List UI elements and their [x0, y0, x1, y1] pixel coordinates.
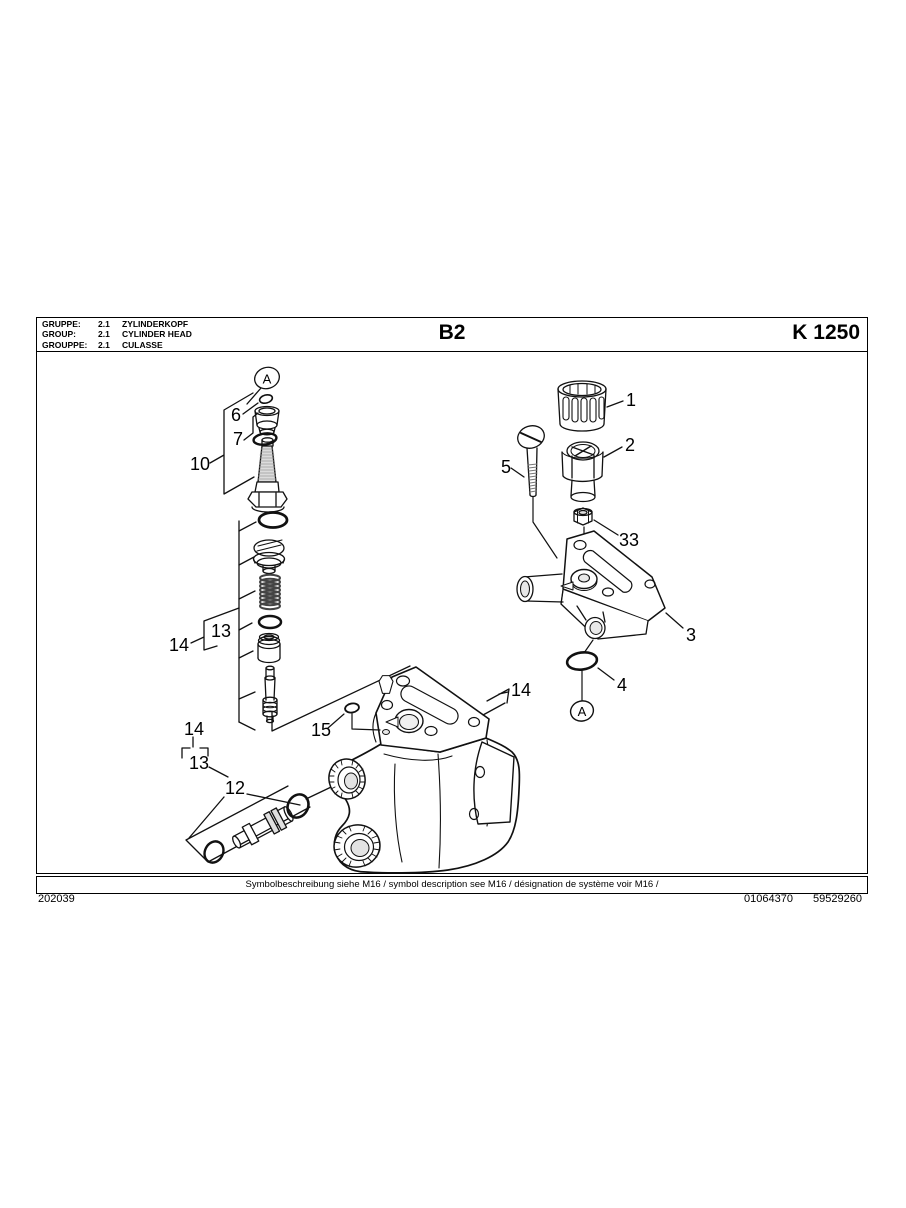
part-valve-stem-10 — [247, 437, 288, 513]
callout-14-right: 14 — [482, 680, 531, 716]
model-code: K 1250 — [792, 321, 860, 344]
callout-group-14-13-lower: 14 13 — [181, 719, 229, 778]
group-id-block: GRUPPE: 2.1 ZYLINDERKOPF GROUP: 2.1 CYLI… — [42, 319, 192, 350]
sheet-header: GRUPPE: 2.1 ZYLINDERKOPF GROUP: 2.1 CYLI… — [37, 318, 867, 352]
left-threaded-port — [328, 758, 366, 800]
part-nut-33: 33 — [573, 507, 639, 550]
group-label: GRUPPE: — [42, 319, 81, 329]
part-oring-4: 4 — [565, 639, 627, 701]
top-flange — [372, 666, 490, 753]
part-spring — [259, 573, 281, 611]
part-label-13: 13 — [189, 753, 209, 773]
callout-12: 12 — [188, 778, 301, 839]
part-top-plate-3: 3 — [516, 530, 696, 645]
thread-hatching — [328, 759, 366, 799]
part-label-3: 3 — [686, 625, 696, 645]
part-label-14: 14 — [169, 635, 189, 655]
group-row-de: GRUPPE: 2.1 ZYLINDERKOPF — [42, 319, 192, 329]
group-13-axis — [238, 520, 257, 731]
part-pin — [262, 665, 278, 724]
view-marker-a-top: A — [246, 366, 280, 405]
sheet-code: B2 — [438, 321, 466, 344]
part-oring-13-top — [257, 511, 289, 529]
group-name: ZYLINDERKOPF — [122, 319, 189, 329]
group-name: CULASSE — [122, 339, 163, 350]
cylinder-head-body — [328, 666, 521, 874]
part-oring-12-left — [203, 840, 225, 864]
thread-hatching — [333, 825, 381, 867]
group-code: 2.1 — [98, 339, 110, 350]
part-label-2: 2 — [625, 435, 635, 455]
group-label: GROUPPE: — [42, 339, 88, 350]
part-screw-5: 5 — [501, 425, 558, 559]
part-label-10: 10 — [190, 454, 210, 474]
part-sleeve — [254, 405, 280, 436]
group-row-fr: GROUPPE: 2.1 CULASSE — [42, 340, 192, 350]
part-label-6: 6 — [231, 405, 241, 425]
doc-number-left: 202039 — [38, 893, 75, 905]
part-valve-plug — [252, 539, 286, 575]
part-label-14: 14 — [184, 719, 204, 739]
leader-group13-to-body — [271, 665, 411, 732]
group-label: GROUP: — [42, 329, 76, 340]
view-marker-letter: A — [578, 704, 587, 719]
group-code: 2.1 — [98, 329, 110, 340]
part-oring-15: 15 — [311, 702, 381, 740]
symbol-note: Symbolbeschreibung siehe M16 / symbol de… — [36, 876, 868, 894]
part-label-4: 4 — [617, 675, 627, 695]
part-label-33: 33 — [619, 530, 639, 550]
part-cap-1: 1 — [557, 380, 636, 432]
part-control-piston-12 — [232, 806, 294, 849]
part-label-13: 13 — [211, 621, 231, 641]
part-oring-12-right — [286, 793, 310, 819]
part-label-15: 15 — [311, 720, 331, 740]
doc-number-right: 59529260 — [813, 893, 862, 905]
group-row-en: GROUP: 2.1 CYLINDER HEAD — [42, 329, 192, 339]
part-label-1: 1 — [626, 390, 636, 410]
part-oring-7 — [252, 432, 278, 446]
part-label-12: 12 — [225, 778, 245, 798]
thread-hatching — [257, 448, 277, 480]
doc-number-mid: 01064370 — [744, 893, 793, 905]
part-label-5: 5 — [501, 457, 511, 477]
knurl-flutes — [562, 396, 605, 423]
thread-hatching — [527, 463, 538, 493]
callout-group-13-14-mid: 13 14 — [169, 607, 240, 655]
view-marker-letter: A — [263, 372, 272, 387]
part-plug-2: 2 — [561, 435, 635, 503]
group-code: 2.1 — [98, 319, 110, 329]
part-oring-small-6 — [258, 393, 274, 405]
part-valve-seat — [257, 632, 281, 664]
part-label-14: 14 — [511, 680, 531, 700]
callout-group-10: 6 7 10 — [190, 392, 259, 495]
group-name: CYLINDER HEAD — [122, 329, 192, 340]
sheet-frame: GRUPPE: 2.1 ZYLINDERKOPF GROUP: 2.1 CYLI… — [36, 317, 868, 874]
bottom-threaded-port — [333, 824, 381, 868]
part-label-7: 7 — [233, 429, 243, 449]
part-oring-13-mid — [257, 614, 283, 630]
view-marker-a-bottom: A — [569, 700, 595, 722]
